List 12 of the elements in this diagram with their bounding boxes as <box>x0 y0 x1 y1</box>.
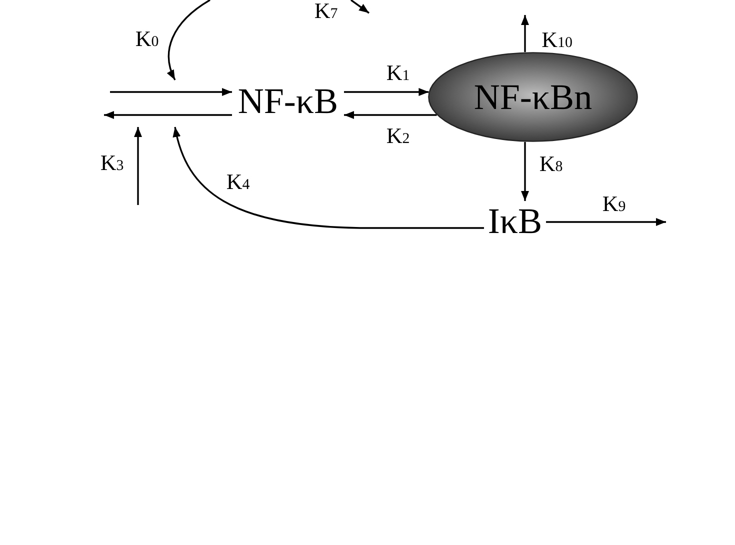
arrow <box>546 218 666 226</box>
arrow <box>344 88 429 96</box>
curved-arrow <box>173 126 484 229</box>
node-label: IκB <box>484 201 546 241</box>
arrow <box>521 142 529 201</box>
node-label: NF-κBn <box>474 79 592 115</box>
arrow <box>521 15 529 52</box>
arrow <box>344 111 437 119</box>
arrow <box>104 111 232 119</box>
node-label: NF-κB <box>232 80 344 122</box>
ellipse-node <box>428 52 638 142</box>
arrow <box>110 88 232 96</box>
